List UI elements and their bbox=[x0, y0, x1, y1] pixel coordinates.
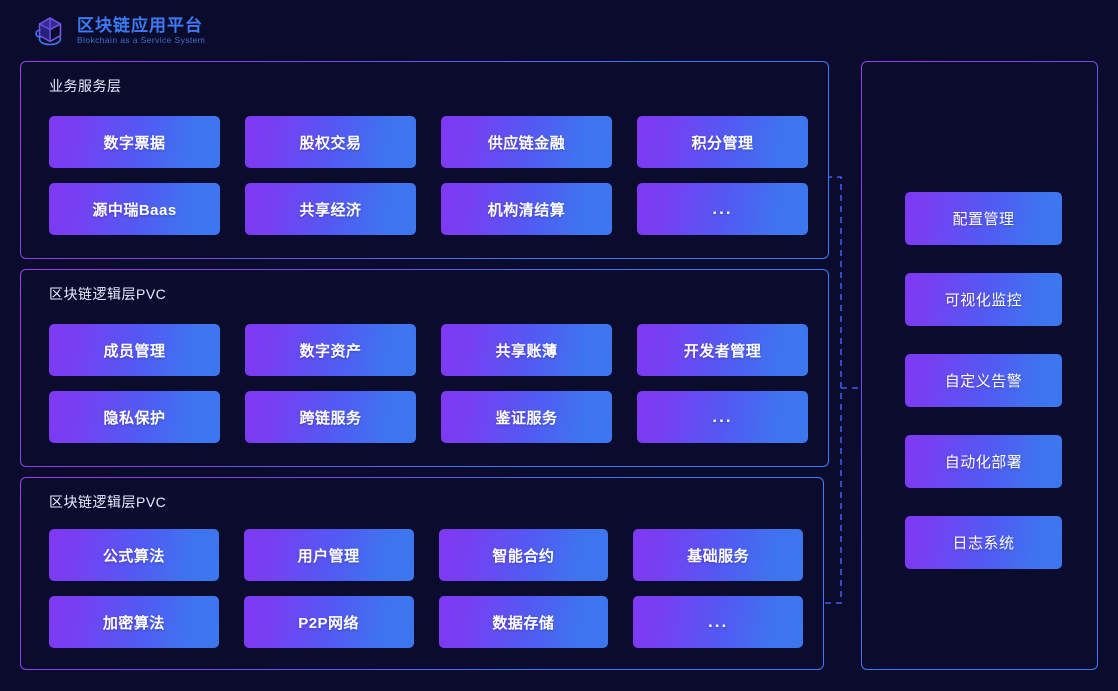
tile-jianzhengfuwu[interactable]: 鉴证服务 bbox=[441, 391, 612, 443]
tile-more-logic-2[interactable]: ... bbox=[633, 596, 803, 648]
tile-yonghuguanli[interactable]: 用户管理 bbox=[243, 529, 414, 581]
tile-rizhixitong[interactable]: 日志系统 bbox=[905, 516, 1062, 569]
tile-more-business[interactable]: ... bbox=[637, 183, 808, 235]
tile-gongxiangjingji[interactable]: 共享经济 bbox=[245, 183, 416, 235]
tile-kaifazheguanli[interactable]: 开发者管理 bbox=[637, 324, 808, 376]
layer-title: 区块链逻辑层PVC bbox=[49, 494, 167, 510]
layer-panel-logic-1: 区块链逻辑层PVC 成员管理 数字资产 共享账薄 开发者管理 隐私保护 跨链服务… bbox=[20, 269, 829, 467]
tile-zhinenghueyue[interactable]: 智能合约 bbox=[438, 529, 609, 581]
tile-jichufuwu[interactable]: 基础服务 bbox=[633, 529, 803, 581]
layer-tile-grid: 数字票据 股权交易 供应链金融 积分管理 源中瑞Baas 共享经济 机构清结算 … bbox=[49, 116, 808, 235]
tile-jiamisuanfa[interactable]: 加密算法 bbox=[49, 596, 219, 648]
brand-text: 区块链应用平台 Blokchain as a Service System bbox=[77, 16, 205, 46]
tile-shujucunchu[interactable]: 数据存储 bbox=[438, 596, 609, 648]
tile-kualianfuwu[interactable]: 跨链服务 bbox=[245, 391, 416, 443]
tile-gongshisuanfa[interactable]: 公式算法 bbox=[49, 529, 219, 581]
brand-title: 区块链应用平台 bbox=[77, 16, 203, 35]
brand-subtitle: Blokchain as a Service System bbox=[77, 35, 206, 45]
tile-jigouqingjiesuan[interactable]: 机构清结算 bbox=[441, 183, 612, 235]
tile-peizhiguanli[interactable]: 配置管理 bbox=[905, 192, 1062, 245]
app-header: 区块链应用平台 Blokchain as a Service System bbox=[0, 0, 1118, 62]
cube-cloud-icon bbox=[31, 12, 69, 50]
tile-yuanzhongrui-baas[interactable]: 源中瑞Baas bbox=[49, 183, 220, 235]
tile-chengyuanguanli[interactable]: 成员管理 bbox=[49, 324, 220, 376]
ops-tile-list: 配置管理 可视化监控 自定义告警 自动化部署 日志系统 bbox=[905, 192, 1062, 569]
tile-yinsibaohu[interactable]: 隐私保护 bbox=[49, 391, 220, 443]
tile-gongxiangzhangbu[interactable]: 共享账薄 bbox=[441, 324, 612, 376]
tile-jifenguanli[interactable]: 积分管理 bbox=[637, 116, 808, 168]
tile-keshihuajiankong[interactable]: 可视化监控 bbox=[905, 273, 1062, 326]
layer-tile-grid: 公式算法 用户管理 智能合约 基础服务 加密算法 P2P网络 数据存储 ... bbox=[49, 529, 803, 648]
tile-zidingyigaojing[interactable]: 自定义告警 bbox=[905, 354, 1062, 407]
tile-zidonghuabushu[interactable]: 自动化部署 bbox=[905, 435, 1062, 488]
layer-tile-grid: 成员管理 数字资产 共享账薄 开发者管理 隐私保护 跨链服务 鉴证服务 ... bbox=[49, 324, 808, 443]
tile-more-logic-1[interactable]: ... bbox=[637, 391, 808, 443]
layer-title: 区块链逻辑层PVC bbox=[49, 286, 167, 302]
tile-shuzipiaoju[interactable]: 数字票据 bbox=[49, 116, 220, 168]
tile-shuzeizichan[interactable]: 数字资产 bbox=[245, 324, 416, 376]
ops-side-panel: 配置管理 可视化监控 自定义告警 自动化部署 日志系统 bbox=[861, 61, 1098, 670]
layer-title: 业务服务层 bbox=[49, 78, 122, 94]
tile-p2p-wangluo[interactable]: P2P网络 bbox=[243, 596, 414, 648]
tile-gongyinglianjinrong[interactable]: 供应链金融 bbox=[441, 116, 612, 168]
layer-panel-logic-2: 区块链逻辑层PVC 公式算法 用户管理 智能合约 基础服务 加密算法 P2P网络… bbox=[20, 477, 824, 670]
tile-guquanjiaoyi[interactable]: 股权交易 bbox=[245, 116, 416, 168]
layer-panel-business: 业务服务层 数字票据 股权交易 供应链金融 积分管理 源中瑞Baas 共享经济 … bbox=[20, 61, 829, 259]
